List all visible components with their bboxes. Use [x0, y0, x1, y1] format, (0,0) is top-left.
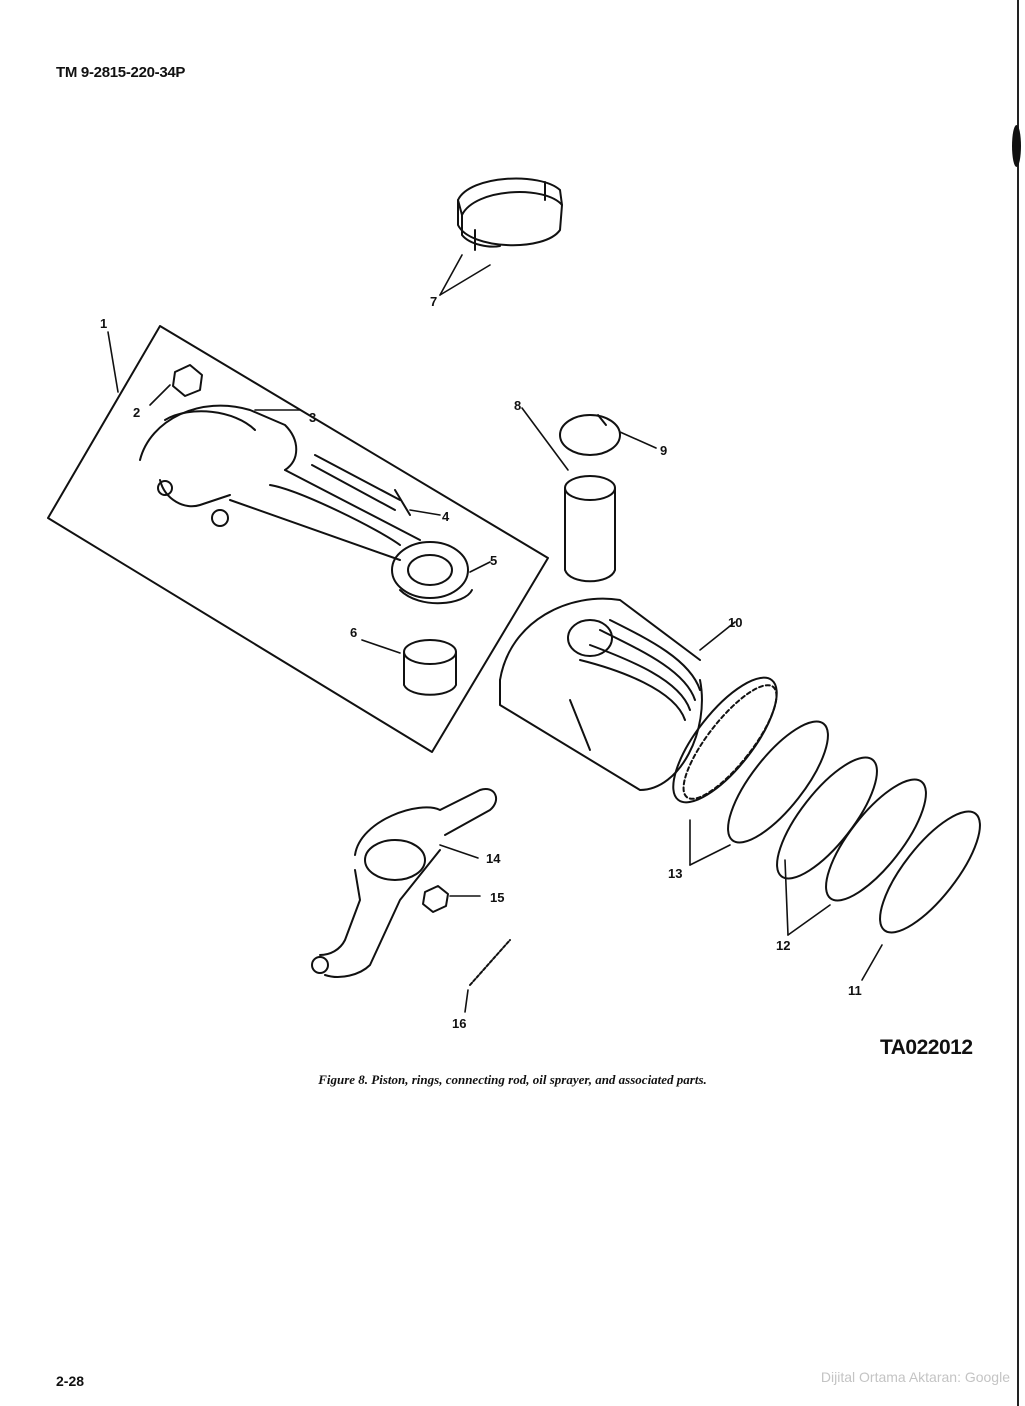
figure-caption: Figure 8. Piston, rings, connecting rod,…: [318, 1072, 707, 1087]
callout-5: 5: [490, 553, 497, 568]
callout-2: 2: [133, 405, 140, 420]
leader-lines: [107, 254, 883, 1013]
rod-nut-drawing: [172, 364, 203, 397]
connecting-rod-drawing: [139, 404, 473, 605]
page-number: 2-28: [56, 1373, 85, 1389]
callout-4: 4: [442, 509, 450, 524]
oil-sprayer-bracket-drawing: [311, 788, 498, 978]
callout-12: 12: [776, 938, 790, 953]
illustration-code: TA022012: [880, 1036, 973, 1059]
callout-3: 3: [309, 410, 316, 425]
page-edge-mark: [1012, 125, 1021, 167]
digitization-watermark: Dijital Ortama Aktaran: Google: [820, 1369, 1010, 1385]
retaining-ring-drawing: [559, 414, 621, 456]
callout-6: 6: [350, 625, 357, 640]
piston-pin-drawing: [564, 475, 616, 583]
document-id: TM 9-2815-220-34P: [56, 64, 186, 81]
callout-1: 1: [100, 316, 107, 331]
callout-11: 11: [848, 983, 862, 998]
page-edge-line: [1017, 0, 1019, 1406]
callout-14: 14: [486, 851, 501, 866]
callout-13: 13: [668, 866, 682, 881]
callout-16: 16: [452, 1016, 466, 1031]
callout-7: 7: [430, 294, 437, 309]
callout-9: 9: [660, 443, 667, 458]
callout-labels: 1 2 3 4 5 6 7 8 9 10 11 12 13 14 15 16: [100, 294, 862, 1031]
piston-drawing: [499, 597, 703, 791]
piston-rings-drawing: [672, 676, 981, 934]
rod-bolt-drawing: [311, 454, 411, 516]
rod-bushing-drawing: [403, 639, 457, 696]
lock-wire-drawing: [469, 939, 511, 986]
exploded-parts-illustration: 1 2 3 4 5 6 7 8 9 10 11 12 13 14 15 16: [47, 177, 981, 1031]
bracket-nut-drawing: [422, 885, 449, 913]
callout-15: 15: [490, 890, 504, 905]
callout-10: 10: [728, 615, 742, 630]
connecting-rod-assembly-box: [47, 325, 549, 753]
bearing-shells-drawing: [457, 177, 563, 251]
callout-8: 8: [514, 398, 521, 413]
